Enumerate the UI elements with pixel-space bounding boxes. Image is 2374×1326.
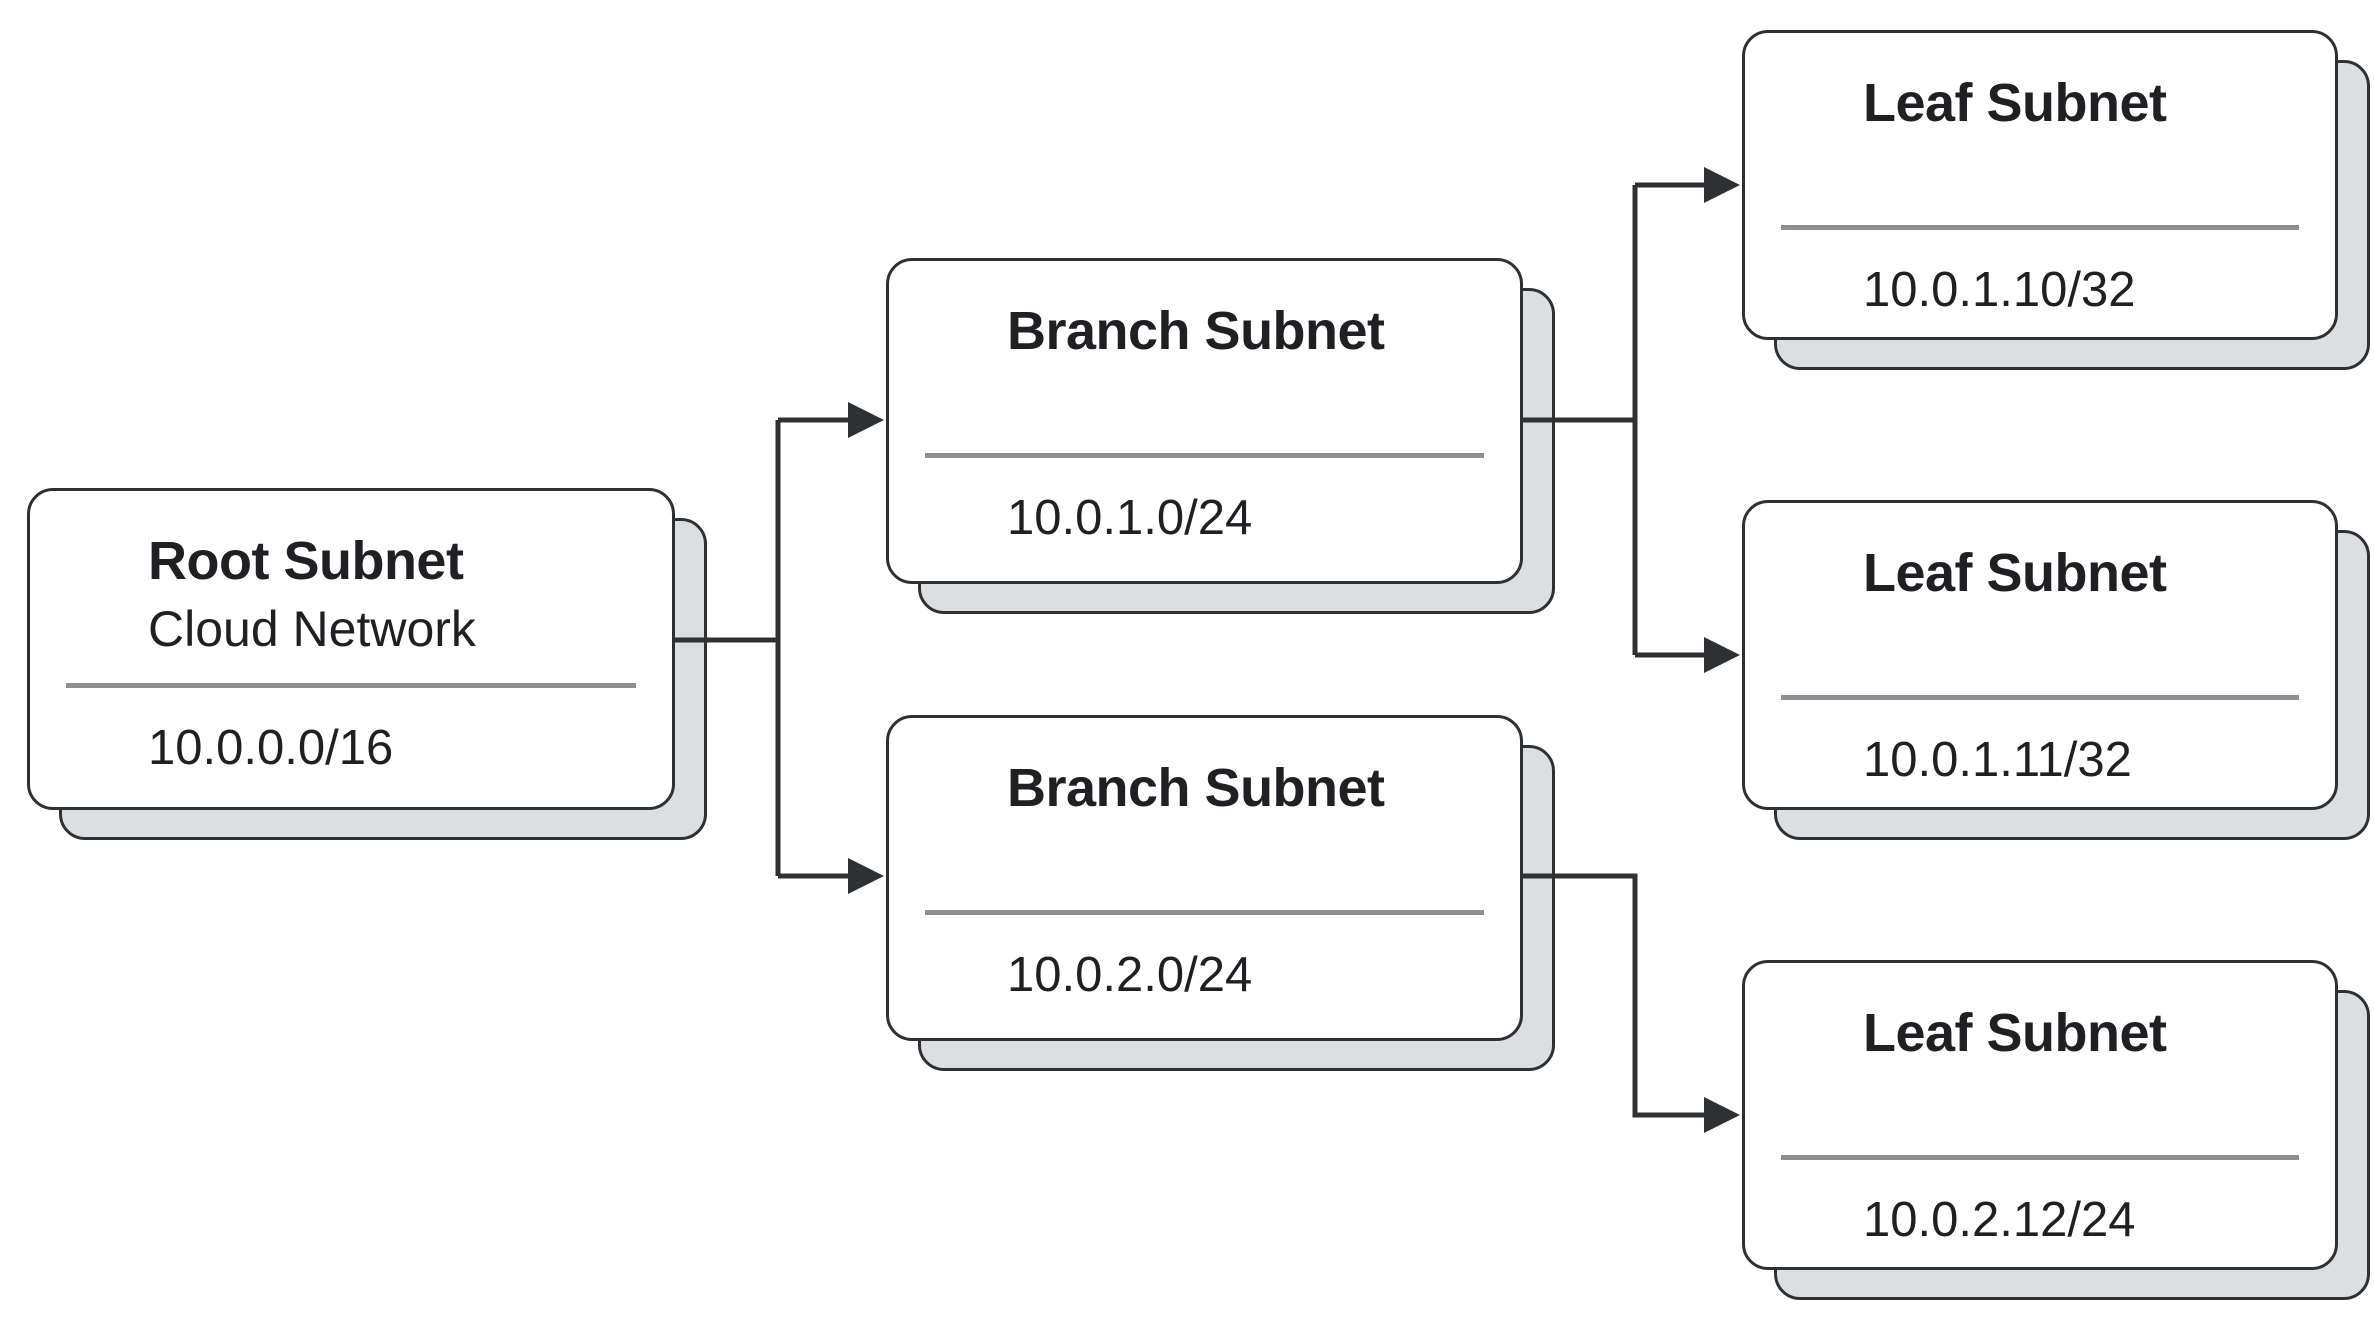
arrowhead-to-branch1 (848, 402, 884, 438)
subnet-card: Branch Subnet 10.0.1.0/24 (886, 258, 1523, 584)
subnet-cidr: 10.0.2.12/24 (1863, 1193, 2136, 1247)
subnet-card: Branch Subnet 10.0.2.0/24 (886, 715, 1523, 1041)
subnet-title: Leaf Subnet (1863, 1003, 2167, 1063)
subnet-cidr: 10.0.1.0/24 (1007, 491, 1253, 545)
subnet-cidr: 10.0.0.0/16 (148, 721, 394, 775)
node-root-subnet: Root Subnet Cloud Network 10.0.0.0/16 (27, 488, 707, 840)
arrowhead-to-leaf3 (1704, 1097, 1740, 1133)
subnet-cidr: 10.0.1.11/32 (1863, 733, 2132, 787)
divider-line (1781, 1155, 2299, 1160)
divider-line (925, 453, 1484, 458)
node-leaf-subnet-1: Leaf Subnet 10.0.1.10/32 (1742, 30, 2370, 370)
subnet-title: Leaf Subnet (1863, 73, 2167, 133)
subnet-card: Leaf Subnet 10.0.1.10/32 (1742, 30, 2338, 340)
node-leaf-subnet-3: Leaf Subnet 10.0.2.12/24 (1742, 960, 2370, 1300)
arrowhead-to-leaf2 (1704, 637, 1740, 673)
node-leaf-subnet-2: Leaf Subnet 10.0.1.11/32 (1742, 500, 2370, 840)
subnet-title: Branch Subnet (1007, 758, 1385, 818)
subnet-title: Branch Subnet (1007, 301, 1385, 361)
divider-line (66, 683, 636, 688)
divider-line (1781, 695, 2299, 700)
subnet-title: Leaf Subnet (1863, 543, 2167, 603)
divider-line (1781, 225, 2299, 230)
subnet-cidr: 10.0.2.0/24 (1007, 948, 1253, 1002)
subnet-cidr: 10.0.1.10/32 (1863, 263, 2136, 317)
subnet-title: Root Subnet (148, 531, 464, 591)
subnet-card: Leaf Subnet 10.0.1.11/32 (1742, 500, 2338, 810)
arrowhead-to-leaf1 (1704, 167, 1740, 203)
divider-line (925, 910, 1484, 915)
node-branch-subnet-2: Branch Subnet 10.0.2.0/24 (886, 715, 1555, 1071)
subnet-subtitle: Cloud Network (148, 601, 476, 657)
node-branch-subnet-1: Branch Subnet 10.0.1.0/24 (886, 258, 1555, 614)
arrowhead-to-branch2 (848, 858, 884, 894)
subnet-card: Leaf Subnet 10.0.2.12/24 (1742, 960, 2338, 1270)
subnet-card: Root Subnet Cloud Network 10.0.0.0/16 (27, 488, 675, 810)
